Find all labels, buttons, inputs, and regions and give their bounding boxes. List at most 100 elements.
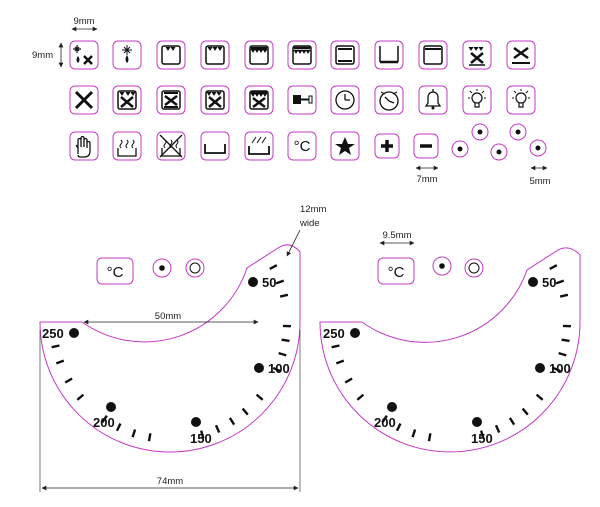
dial-left-dot-button — [152, 258, 172, 278]
dial-tick-mark — [269, 264, 278, 271]
dial-tick-mark — [494, 424, 501, 434]
dial-tick-mark — [278, 351, 287, 357]
clock-icon — [330, 85, 360, 115]
dial-tick-mark — [214, 424, 221, 434]
dim-small-dot: 5mm — [529, 165, 551, 187]
icon-row-1 — [69, 40, 536, 70]
dial-right-ring — [319, 247, 581, 453]
icon-row-3: °C — [69, 123, 547, 161]
dial-right-ring-button — [464, 258, 484, 278]
dial-tick-mark — [115, 423, 122, 432]
timer-clock-icon — [374, 85, 404, 115]
dial-tick-mark — [281, 338, 290, 343]
dial-left-ring — [39, 244, 301, 453]
dial-tick-mark — [335, 359, 345, 365]
dial-tick-mark — [521, 407, 529, 416]
dial-tick-mark — [76, 393, 85, 401]
dial-tick-mark — [508, 417, 516, 426]
lamp-icon — [506, 85, 536, 115]
top-bottom-element-icon — [330, 40, 360, 70]
dim-knob-spacing-label: 9.5mm — [382, 230, 411, 241]
dim-small-dot-label: 5mm — [529, 176, 550, 187]
dial-tick-mark — [552, 366, 562, 373]
dial-tick-mark — [331, 344, 340, 349]
dial-tick-mark — [51, 344, 60, 349]
dial-tick-mark — [535, 393, 544, 401]
dial-tick-mark — [561, 338, 570, 343]
dial-tick-mark — [344, 377, 353, 384]
dial-left-degc-button — [96, 257, 134, 285]
fan-bottom-icon — [506, 40, 536, 70]
plus-button-icon — [374, 133, 400, 159]
fan-ring-bottom-icon — [156, 85, 186, 115]
dial-right-dots — [350, 277, 545, 427]
dial-left-label-250: 250 — [42, 326, 64, 341]
dial-tick-mark — [427, 433, 432, 442]
dial-left-label-50: 50 — [262, 275, 276, 290]
dim-outer-diameter-label: 74mm — [157, 476, 183, 487]
dim-wide-button-label: 7mm — [416, 174, 437, 185]
dial-tick-mark — [199, 430, 205, 439]
dim-icon-height: 9mm — [32, 42, 64, 68]
dial-tick-mark — [272, 366, 282, 373]
dim-ring-width-line2: wide — [299, 218, 320, 229]
dim-inner-diameter-label: 50mm — [155, 311, 181, 322]
key-lock-icon — [287, 85, 317, 115]
fan-grill-full-icon — [244, 85, 274, 115]
top-element-small-icon — [156, 40, 186, 70]
dial-right-ticks — [331, 264, 571, 442]
dial-left-ticks — [51, 264, 291, 442]
dial-left-label-100: 100 — [268, 361, 290, 376]
dial-tick-mark — [101, 415, 108, 423]
dial-tick-mark — [411, 429, 417, 438]
dim-wide-button: 7mm — [415, 165, 439, 185]
dial-tick-mark — [549, 264, 558, 271]
dial-left-degc-label: °C — [107, 264, 124, 281]
top-element-icon — [200, 40, 230, 70]
defrost-drop-icon — [112, 40, 142, 70]
dial-right-label-50: 50 — [542, 275, 556, 290]
dim-ring-width-arrow — [286, 229, 301, 257]
dial-tick-mark — [64, 377, 73, 384]
top-element-bar-icon — [418, 40, 448, 70]
dial-tick-mark — [147, 433, 152, 442]
hand-touch-icon — [69, 131, 99, 161]
fan-grill-small-icon — [112, 85, 142, 115]
dial-right-label-100: 100 — [549, 361, 571, 376]
degc-label: °C — [294, 138, 311, 155]
top-grill-double-icon — [287, 40, 317, 70]
fan-light-defrost-icon — [69, 40, 99, 70]
dial-right-degc-label: °C — [388, 264, 405, 281]
dial-tick-mark — [55, 359, 65, 365]
no-heat-icon — [156, 131, 186, 161]
bell-icon — [418, 85, 448, 115]
steam-clean-icon — [112, 131, 142, 161]
drawer-icon — [200, 131, 230, 161]
dial-tick-mark — [395, 423, 402, 432]
dial-right-label-200: 200 — [374, 415, 396, 430]
dial-tick-mark — [255, 393, 264, 401]
dial-tick-mark — [131, 429, 137, 438]
icon-row-2 — [69, 85, 536, 115]
dial-tick-mark — [555, 279, 565, 285]
dial-tick-mark — [356, 393, 365, 401]
dial-left-label-150: 150 — [190, 431, 212, 446]
fan-grill-icon — [200, 85, 230, 115]
dial-tick-mark — [558, 351, 567, 357]
bottom-element-icon — [374, 40, 404, 70]
dim-icon-height-label: 9mm — [32, 50, 53, 61]
dial-right-degc-button — [377, 257, 415, 285]
dial-tick-mark — [241, 407, 249, 416]
lamp-on-icon — [462, 85, 492, 115]
dim-icon-width: 9mm — [71, 16, 98, 32]
fan-top-bottom-icon — [462, 40, 492, 70]
degc-button-icon: °C — [287, 131, 317, 161]
star-icon — [330, 131, 360, 161]
dial-right: 50 100 150 200 250 °C 9.5mm — [319, 230, 581, 453]
dial-tick-mark — [228, 417, 236, 426]
dial-tick-mark — [559, 293, 569, 298]
dial-tick-mark — [479, 430, 485, 439]
top-grill-full-icon — [244, 40, 274, 70]
dial-left: 50 100 150 200 250 °C 50mm 74mm 12mm wid… — [39, 204, 326, 492]
